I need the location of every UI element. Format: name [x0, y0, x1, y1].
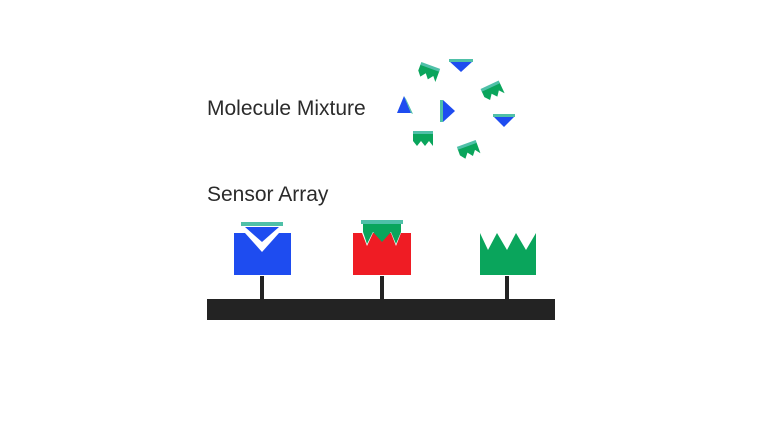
blue-triangle-molecule [440, 100, 455, 122]
sensor-array [207, 220, 555, 320]
blue-sensor [234, 222, 291, 300]
green-zigzag-molecule [480, 80, 505, 100]
green-zigzag-molecule [413, 131, 433, 146]
sensor-stem [380, 276, 384, 300]
sensor-base-bar [207, 299, 555, 320]
sensor-array-label: Sensor Array [207, 183, 329, 206]
bound-green-zigzag-molecule [361, 220, 403, 244]
sensor-stem [505, 276, 509, 300]
bound-blue-triangle-molecule [241, 222, 283, 244]
blue-sensor-head [234, 233, 291, 275]
molecule-mixture-label: Molecule Mixture [207, 97, 366, 120]
blue-triangle-molecule [397, 96, 413, 114]
green-zigzag-molecule [418, 62, 441, 83]
molecule-mixture [397, 59, 515, 159]
red-sensor-head [353, 233, 411, 275]
blue-triangle-molecule [449, 59, 473, 72]
green-zigzag-molecule [456, 140, 481, 159]
green-sensor-head [480, 233, 536, 275]
blue-triangle-molecule [493, 114, 515, 127]
red-sensor [353, 220, 411, 300]
green-sensor [480, 233, 536, 300]
sensor-stem [260, 276, 264, 300]
